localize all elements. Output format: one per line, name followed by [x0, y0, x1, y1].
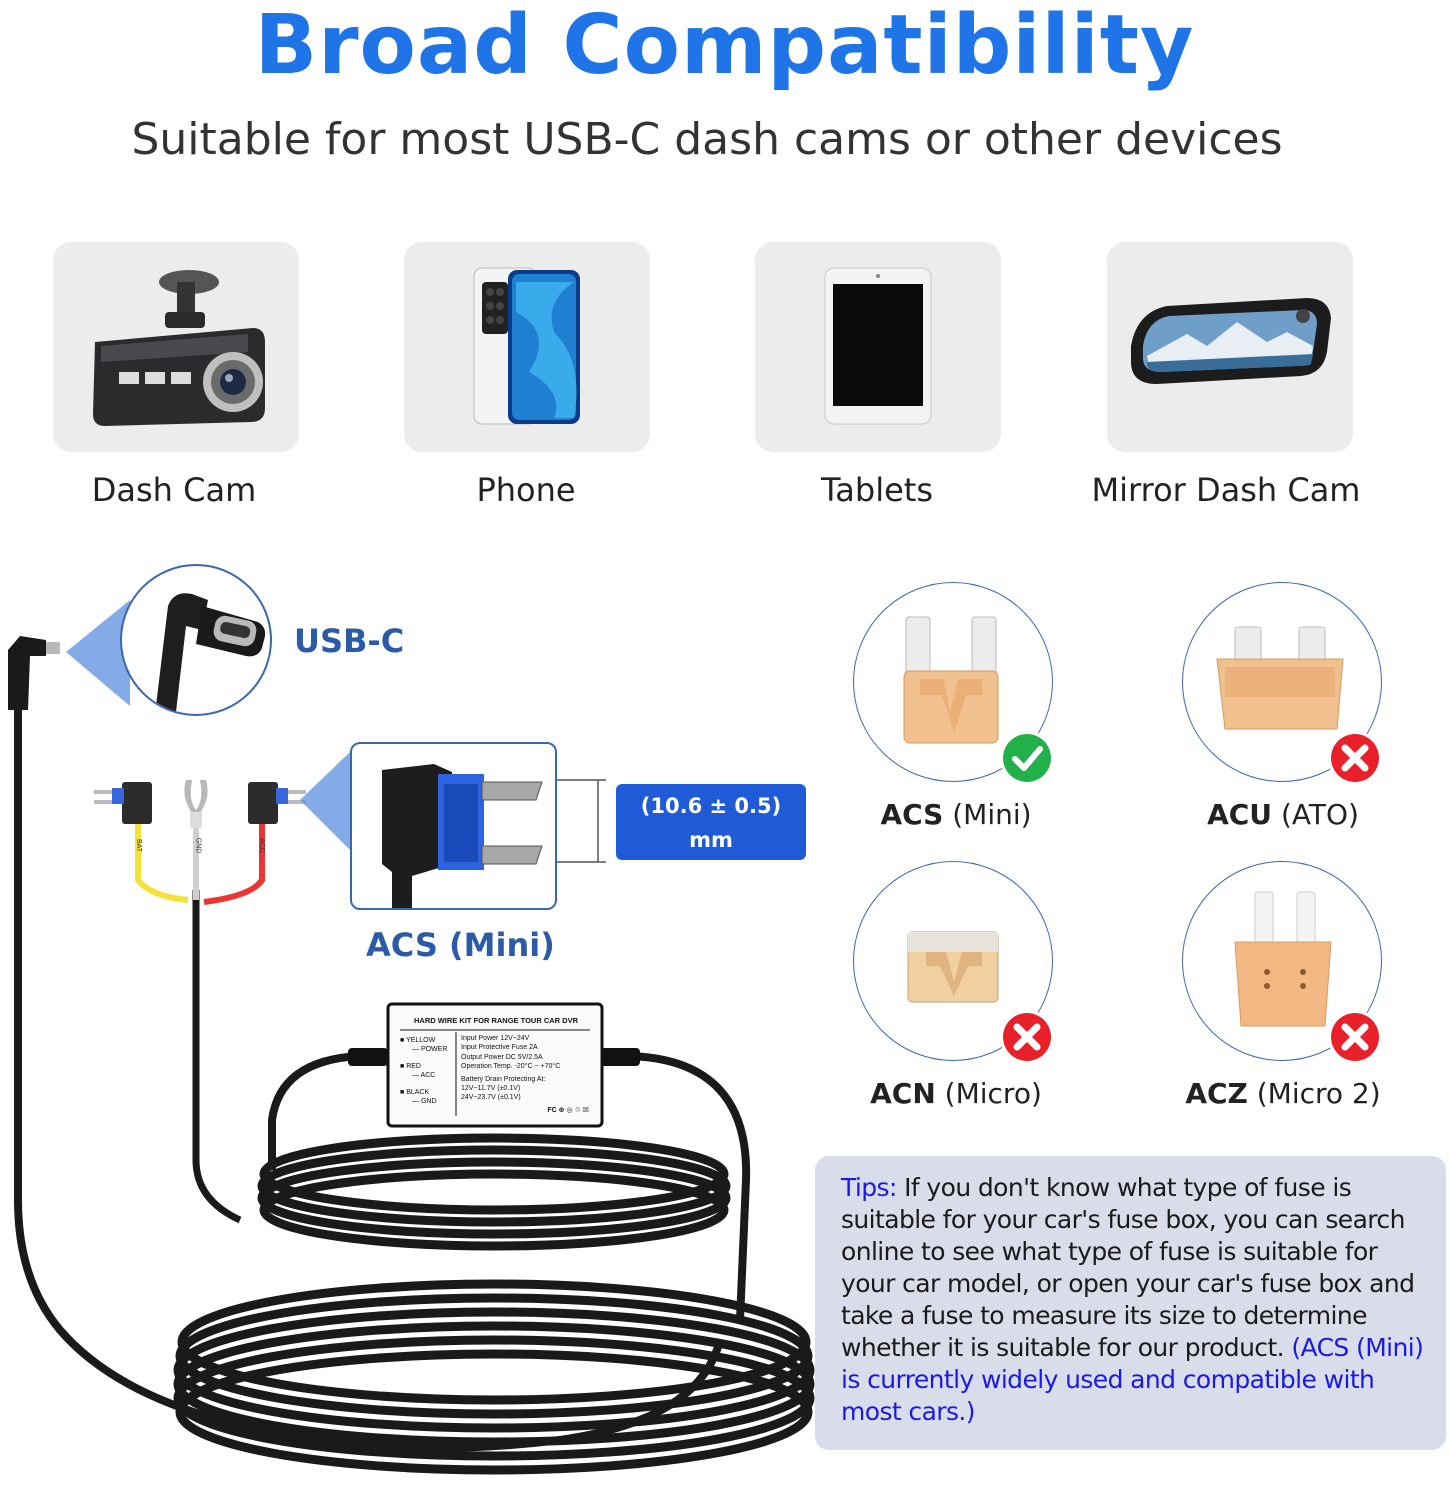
tablet-icon: [824, 267, 932, 425]
acs-fuse-tap-icon: [382, 764, 543, 908]
acz-fuse-icon: [1234, 891, 1332, 1027]
tips-box: Tips: If you don't know what type of fus…: [815, 1156, 1446, 1450]
phone-icon: [473, 267, 580, 425]
device-card-dash-cam: [53, 242, 299, 452]
compatible-check-icon: [1000, 731, 1054, 785]
module-specs: Input Power 12V~24V Input Protective Fus…: [461, 1035, 589, 1114]
wire-tag-gnd: GND: [194, 837, 202, 854]
tips-prefix: Tips:: [841, 1173, 897, 1202]
page-title: Broad Compatibility: [254, 0, 1195, 93]
tips-highlight: (ACS (Mini) is currently widely used and…: [841, 1333, 1424, 1426]
usb-c-plug-icon: [156, 593, 266, 712]
acs-mini-label: ACS (Mini): [366, 926, 555, 964]
device-label-phone: Phone: [476, 471, 576, 509]
fuse-label-acs: ACS (Mini): [880, 798, 1032, 831]
wire-tag-acc: ACC: [257, 838, 265, 853]
usb-c-label: USB-C: [294, 622, 405, 660]
module-title: HARD WIRE KIT FOR RANGE TOUR CAR DVR: [413, 1016, 579, 1025]
acs-fuse-tap-zoom: [350, 742, 557, 910]
tips-body: If you don't know what type of fuse is s…: [841, 1173, 1415, 1362]
device-card-tablet: [755, 242, 1001, 452]
device-card-phone: [404, 242, 650, 452]
measurement-mm: (10.6 ± 0.5) mm: [640, 794, 782, 852]
mirror-dash-cam-icon: [1131, 298, 1331, 384]
fuse-label-acn: ACN (Micro): [870, 1077, 1042, 1110]
wire-tag-bat: BAT: [135, 838, 143, 853]
module-wire-legend: ■ YELLOW — POWER ■ RED — ACC ■ BLACK — G…: [400, 1037, 448, 1105]
page-subtitle: Suitable for most USB-C dash cams or oth…: [131, 114, 1283, 165]
incompatible-cross-icon: [1328, 1010, 1382, 1064]
incompatible-cross-icon: [1328, 731, 1382, 785]
dash-cam-icon: [93, 270, 265, 426]
device-card-mirror-dash-cam: [1107, 242, 1353, 452]
acu-fuse-icon: [1216, 626, 1344, 730]
device-label-tablets: Tablets: [821, 471, 933, 509]
measurement-inch: 0.42inch: [660, 862, 762, 886]
incompatible-cross-icon: [1000, 1010, 1054, 1064]
device-label-mirror-dash-cam: Mirror Dash Cam: [1091, 471, 1361, 509]
hardwire-kit-diagram: [8, 600, 815, 1475]
fuse-label-acu: ACU (ATO): [1207, 798, 1359, 831]
acn-fuse-icon: [907, 931, 999, 1003]
device-label-dash-cam: Dash Cam: [91, 471, 257, 509]
fuse-measurement-badge: (10.6 ± 0.5) mm 0.42inch: [616, 784, 806, 886]
usb-c-zoom: [120, 564, 272, 716]
acs-fuse-icon: [903, 616, 999, 744]
fuse-label-acz: ACZ (Micro 2): [1185, 1077, 1381, 1110]
